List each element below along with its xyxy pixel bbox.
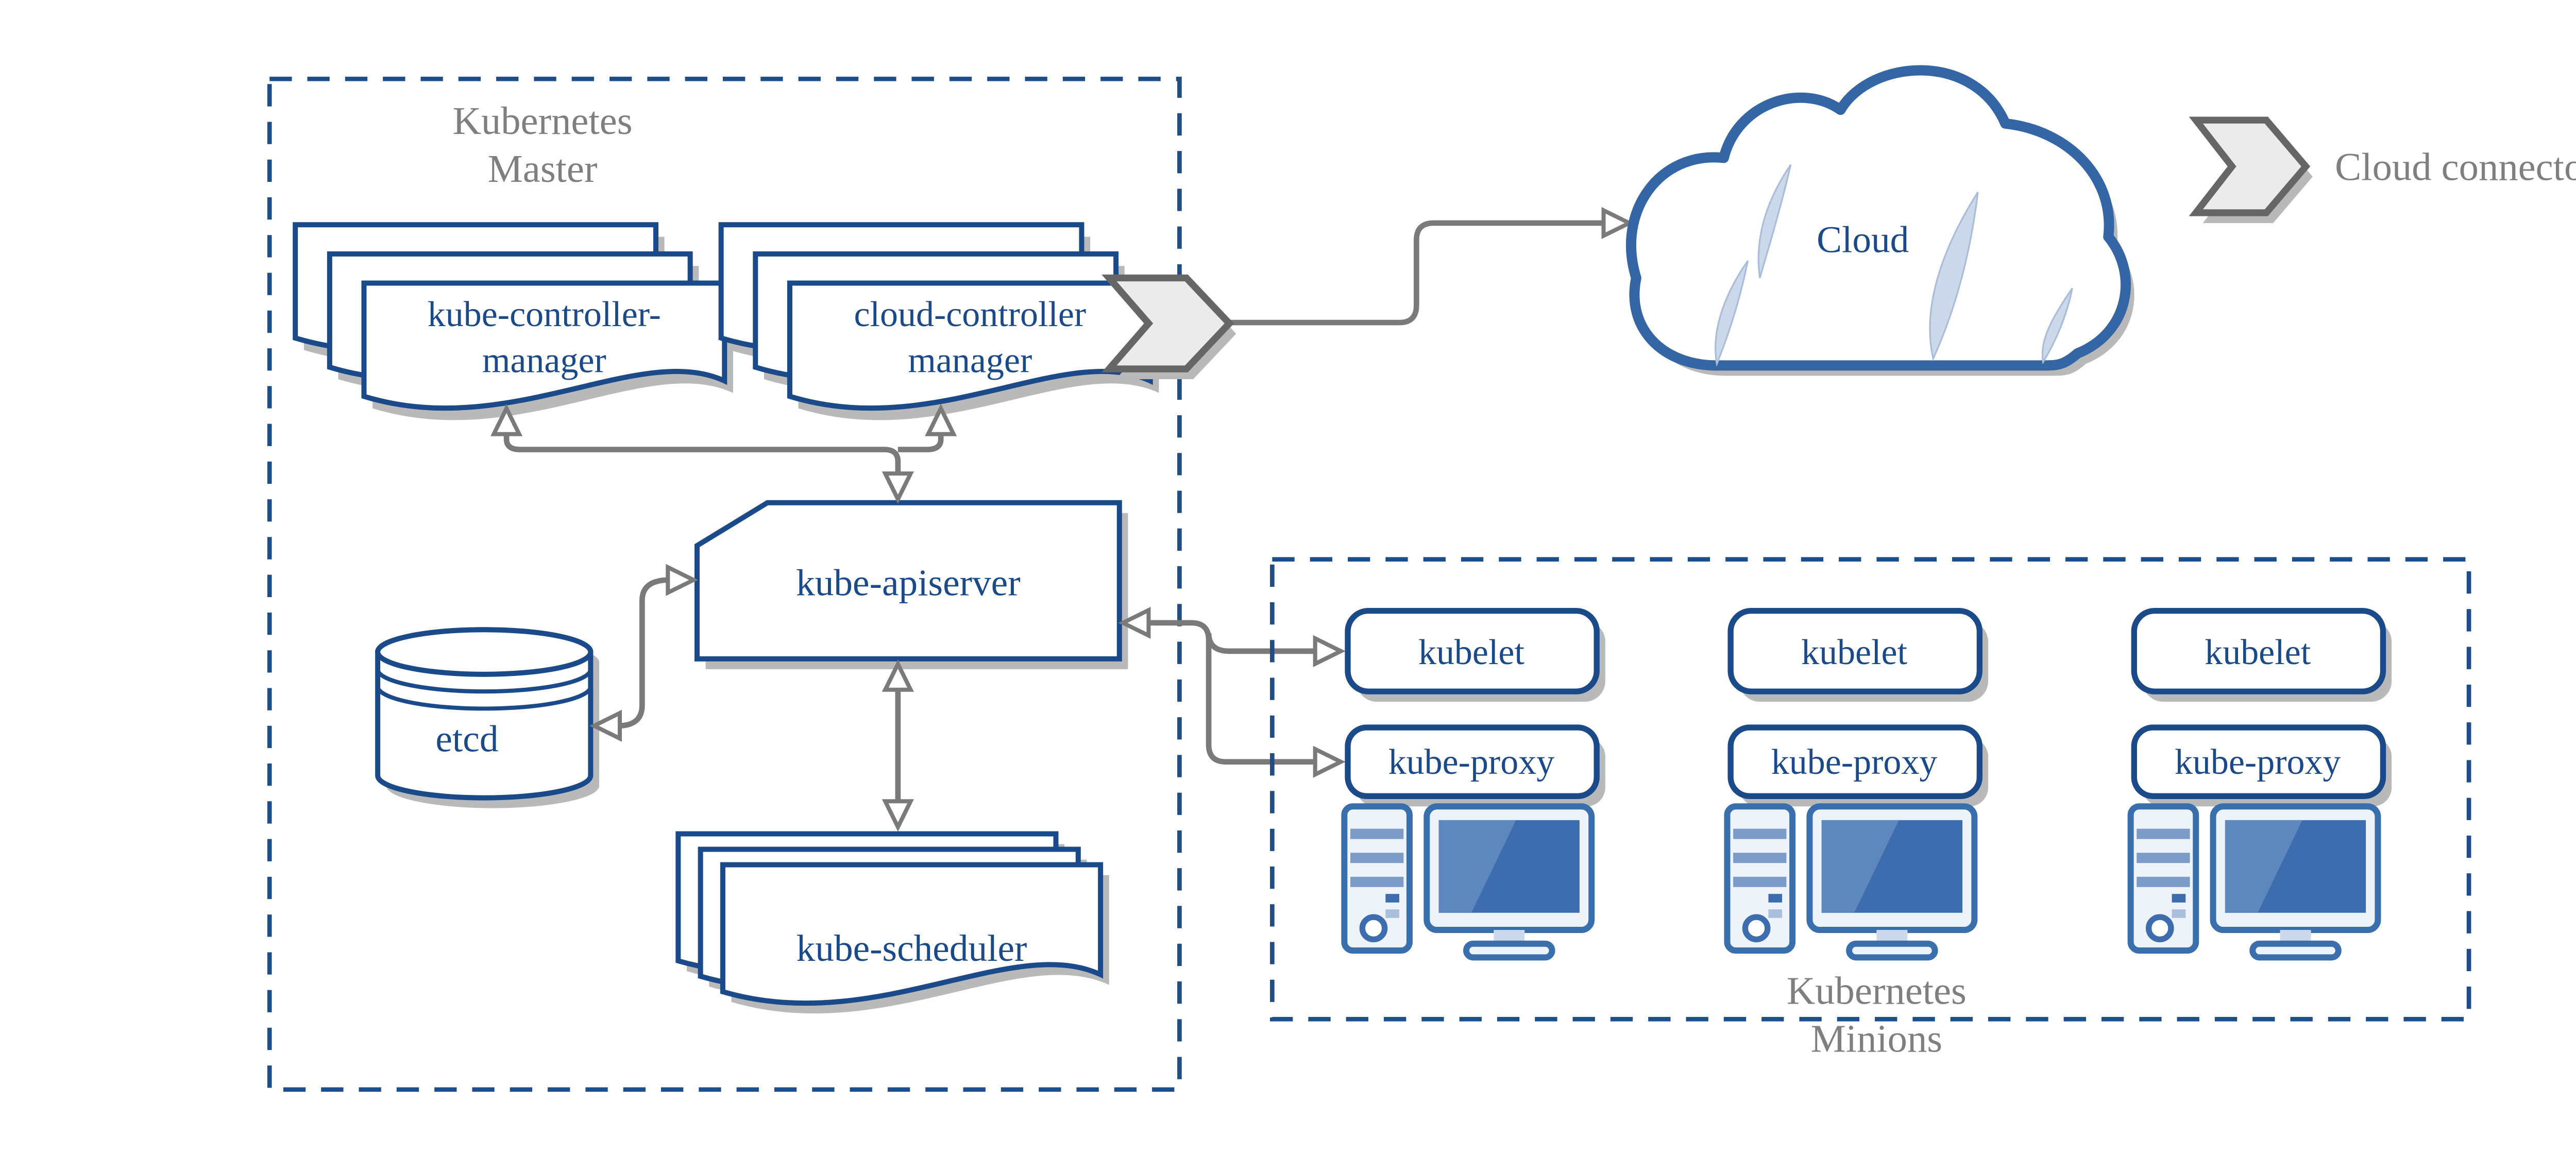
monitor-base [2249,940,2342,961]
minions-group: Kubernetes Minions kubelet kube-proxy [1270,557,2471,1061]
apiserver-etcd-connector [618,577,670,729]
kubelet-label: kubelet [2205,633,2311,672]
monitor-screen-sheen [1821,820,1899,913]
tower-button-dark [1768,894,1783,903]
arrowhead-up-cloud-controller-manager [925,403,957,436]
kube-controller-manager-node: kube-controller- manager [293,222,733,420]
connectors [490,207,1634,832]
kubelet-box [1345,607,1600,694]
cloud-controller-manager-label-line1: cloud-controller [854,295,1087,334]
legend: Cloud connector [2189,116,2576,223]
tower-button-dark [1385,894,1399,903]
tower-band [1733,828,1787,839]
arrowhead-right-cloud [1601,207,1634,240]
tower-power-button [2145,914,2174,943]
kube-proxy-box [1345,724,1600,799]
minions-title-line1: Kubernetes [1787,969,1967,1012]
tower-power-button [1742,914,1771,943]
minion-node-3: kubelet kube-proxy [2127,607,2392,961]
kube-proxy-label: kube-proxy [1388,742,1555,782]
master-title-line2: Master [488,147,598,191]
tower-band [2137,876,2190,887]
arrowhead-right-kubelet [1313,635,1346,667]
apiserver-box [694,500,1122,662]
monitor-base [1846,940,1938,961]
tower-band [2137,853,2190,863]
cloud-connector-chevron-icon [1101,274,1234,372]
tower-band [1350,828,1404,839]
database-icon-ring1 [376,669,593,694]
monitor-screen-sheen [2225,820,2302,913]
computer-icon [1341,803,1595,961]
apiserver-kubeproxy-connector [1147,620,1314,765]
legend-cloud-connector-icon [2189,116,2311,216]
doc-front [720,862,1104,1006]
controller-managers-apiserver-connector [503,432,944,476]
kubelet-label: kubelet [1418,633,1524,672]
doc-front [361,280,727,411]
cloud-controller-manager-node: cloud-controller manager [718,222,1159,420]
cloud-label: Cloud [1817,219,1909,261]
master-title-line1: Kubernetes [453,99,633,143]
database-icon-ring2 [376,686,593,711]
document-stack-icon [718,222,1159,420]
cloud-swoosh-2 [1715,260,1749,367]
arrowhead-up-kube-controller-manager [490,403,523,436]
cloud-swoosh-1 [1757,164,1792,278]
minions-title-line2: Minions [1811,1017,1943,1061]
kube-scheduler-label: kube-scheduler [796,927,1027,969]
master-group: Kubernetes Master kube-controller- manag… [267,76,1182,1092]
arrowhead-left-etcd [589,709,622,742]
kube-scheduler-node: kube-scheduler [675,831,1109,1014]
tower-power-button [1359,914,1388,943]
kube-proxy-box [1727,724,1983,799]
database-icon-top [375,627,594,677]
tower-band [1350,876,1404,887]
kube-controller-manager-label-line1: kube-controller- [428,295,661,334]
arrowhead-right-apiserver-left [666,564,699,596]
tower-button-light [1768,909,1783,918]
cloud-controller-manager-label-line2: manager [908,341,1032,381]
master-dashed-border [267,76,1182,1092]
document-stack-icon [675,831,1109,1014]
arrowhead-down-apiserver-top [882,471,914,504]
apiserver-kubelet-connector [1206,633,1314,654]
kube-controller-manager-label-line2: manager [482,341,606,381]
kube-proxy-label: kube-proxy [1771,742,1938,782]
etcd-label: etcd [435,718,498,760]
cloud-group: Cloud [1626,65,2134,376]
document-stack-icon [293,222,733,420]
kube-proxy-box [2131,724,2386,799]
monitor-screen-sheen [1438,820,1516,913]
arrowhead-down-scheduler [882,799,914,832]
cloud-swoosh-4 [2041,287,2073,365]
arrowhead-right-kube-proxy [1313,745,1346,778]
arrowhead-up-apiserver-bottom [882,659,914,692]
legend-label: Cloud connector [2335,145,2576,189]
cloud-icon [1626,65,2131,371]
tower-band [2137,828,2190,839]
computer-icon [2127,803,2381,961]
tower-band [1350,853,1404,863]
tower-button-dark [2172,894,2186,903]
computer-icon [1724,803,1978,961]
chevron-to-cloud-connector [1229,220,1604,326]
tower-band [1733,876,1787,887]
kube-apiserver-label: kube-apiserver [796,562,1021,604]
kubelet-label: kubelet [1801,633,1907,672]
monitor-base [1463,940,1555,961]
tower-band [1733,853,1787,863]
cloud-swoosh-3 [1929,192,1979,362]
kubelet-box [2131,607,2386,694]
kube-apiserver-node: kube-apiserver [694,500,1128,669]
minion-node-2: kubelet kube-proxy [1724,607,1989,961]
arrowhead-left-apiserver-right [1118,606,1151,639]
etcd-node: etcd [375,627,600,808]
minion-node-1: kubelet kube-proxy [1341,607,1605,961]
tower-button-light [1385,909,1399,918]
kube-proxy-label: kube-proxy [2175,742,2341,782]
kubelet-box [1727,607,1983,694]
tower-button-light [2172,909,2186,918]
